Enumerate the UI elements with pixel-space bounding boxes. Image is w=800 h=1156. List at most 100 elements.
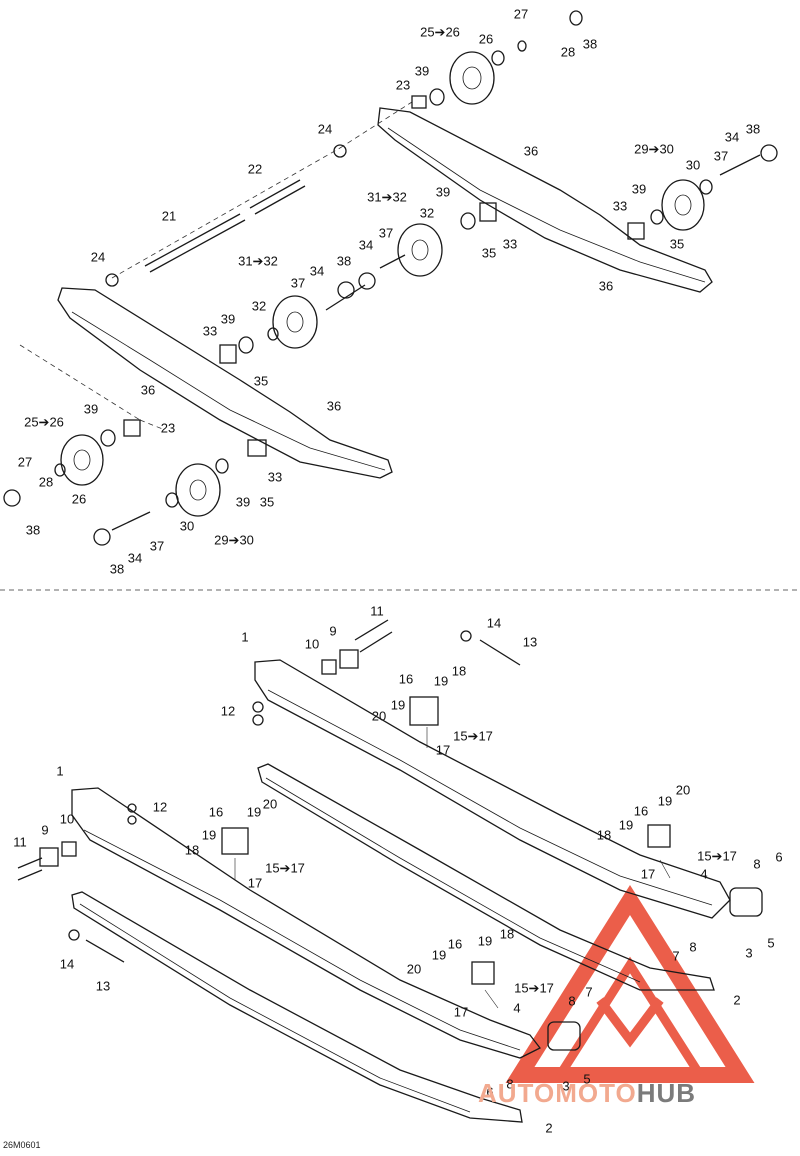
callout-label: 34 xyxy=(725,129,739,144)
callout-label: 33 xyxy=(203,323,217,338)
callout-label: 35 xyxy=(254,373,268,388)
document-code: 26M0601 xyxy=(3,1140,41,1150)
callout-label: 32 xyxy=(420,205,434,220)
callout-label: 31➔32 xyxy=(367,189,407,204)
callout-label: 8 xyxy=(753,856,760,871)
callout-label: 17 xyxy=(248,875,262,890)
callout-label: 7 xyxy=(672,948,679,963)
callout-label: 16 xyxy=(448,936,462,951)
callout-label: 19 xyxy=(432,947,446,962)
callout-label: 28 xyxy=(39,474,53,489)
wheel-31-32-center xyxy=(397,223,443,277)
callout-label: 14 xyxy=(487,615,501,630)
callout-label: 15➔17 xyxy=(453,728,493,743)
callout-label: 39 xyxy=(632,181,646,196)
callout-label: 35 xyxy=(670,236,684,251)
callout-label: 38 xyxy=(110,561,124,576)
callout-label: 32 xyxy=(252,298,266,313)
watermark-part-3: HUB xyxy=(636,1078,697,1108)
callout-label: 1 xyxy=(241,629,248,644)
callout-label: 37 xyxy=(150,538,164,553)
watermark-part-2: MOTO xyxy=(555,1078,637,1108)
callout-label: 7 xyxy=(585,984,592,999)
callout-label: 27 xyxy=(18,454,32,469)
callout-label: 3 xyxy=(562,1078,569,1093)
callout-label: 36 xyxy=(141,382,155,397)
callout-label: 15➔17 xyxy=(514,980,554,995)
callout-label: 24 xyxy=(91,249,105,264)
callout-label: 31➔32 xyxy=(238,253,278,268)
callout-label: 38 xyxy=(26,522,40,537)
callout-label: 29➔30 xyxy=(214,532,254,547)
callout-label: 28 xyxy=(561,44,575,59)
callout-label: 12 xyxy=(153,799,167,814)
callout-label: 5 xyxy=(583,1071,590,1086)
callout-label: 13 xyxy=(96,978,110,993)
callout-label: 34 xyxy=(310,263,324,278)
callout-label: 19 xyxy=(247,804,261,819)
callout-label: 35 xyxy=(260,494,274,509)
callout-label: 16 xyxy=(634,803,648,818)
callout-label: 20 xyxy=(372,708,386,723)
callout-label: 11 xyxy=(13,834,27,849)
slider-5-left xyxy=(547,1021,581,1051)
callout-label: 18 xyxy=(452,663,466,678)
callout-label: 39 xyxy=(436,184,450,199)
callout-label: 8 xyxy=(689,939,696,954)
callout-label: 37 xyxy=(291,275,305,290)
callout-label: 34 xyxy=(128,550,142,565)
callout-label: 30 xyxy=(686,157,700,172)
callout-label: 26 xyxy=(72,491,86,506)
callout-label: 27 xyxy=(514,6,528,21)
callout-label: 36 xyxy=(327,398,341,413)
callout-label: 38 xyxy=(337,253,351,268)
callout-label: 2 xyxy=(545,1120,552,1135)
callout-label: 11 xyxy=(370,603,384,618)
callout-label: 13 xyxy=(523,634,537,649)
callout-label: 19 xyxy=(391,697,405,712)
callout-label: 20 xyxy=(263,796,277,811)
callout-label: 37 xyxy=(714,148,728,163)
callout-label: 25➔26 xyxy=(420,24,460,39)
callout-label: 36 xyxy=(599,278,613,293)
callout-label: 20 xyxy=(407,961,421,976)
watermark-logo-shape xyxy=(505,884,755,1083)
callout-label: 26 xyxy=(479,31,493,46)
callout-label: 18 xyxy=(500,926,514,941)
callout-label: 24 xyxy=(318,121,332,136)
callout-label: 21 xyxy=(162,208,176,223)
callout-label: 29➔30 xyxy=(634,141,674,156)
callout-label: 2 xyxy=(733,992,740,1007)
callout-label: 35 xyxy=(482,245,496,260)
callout-label: 17 xyxy=(454,1004,468,1019)
callout-label: 30 xyxy=(180,518,194,533)
callout-label: 33 xyxy=(613,198,627,213)
callout-label: 20 xyxy=(676,782,690,797)
callout-label: 39 xyxy=(236,494,250,509)
callout-label: 19 xyxy=(619,817,633,832)
watermark-part-1: AUTO xyxy=(478,1078,556,1108)
callout-label: 39 xyxy=(415,63,429,78)
callout-label: 16 xyxy=(209,804,223,819)
callout-label: 22 xyxy=(248,161,262,176)
callout-label: 9 xyxy=(329,623,336,638)
callout-label: 14 xyxy=(60,956,74,971)
callout-label: 4 xyxy=(513,1000,520,1015)
callout-label: 23 xyxy=(161,420,175,435)
callout-label: 6 xyxy=(486,1084,493,1099)
callout-label: 19 xyxy=(202,827,216,842)
callout-label: 17 xyxy=(436,742,450,757)
callout-label: 19 xyxy=(658,793,672,808)
callout-label: 16 xyxy=(399,671,413,686)
callout-label: 33 xyxy=(268,469,282,484)
wheel-29-30-right xyxy=(661,179,705,231)
callout-label: 39 xyxy=(84,401,98,416)
callout-label: 36 xyxy=(524,143,538,158)
callout-label: 38 xyxy=(746,121,760,136)
callout-label: 5 xyxy=(767,935,774,950)
lower-assembly xyxy=(17,619,763,1123)
slider-5-right xyxy=(729,887,763,917)
upper-assembly xyxy=(3,10,778,546)
